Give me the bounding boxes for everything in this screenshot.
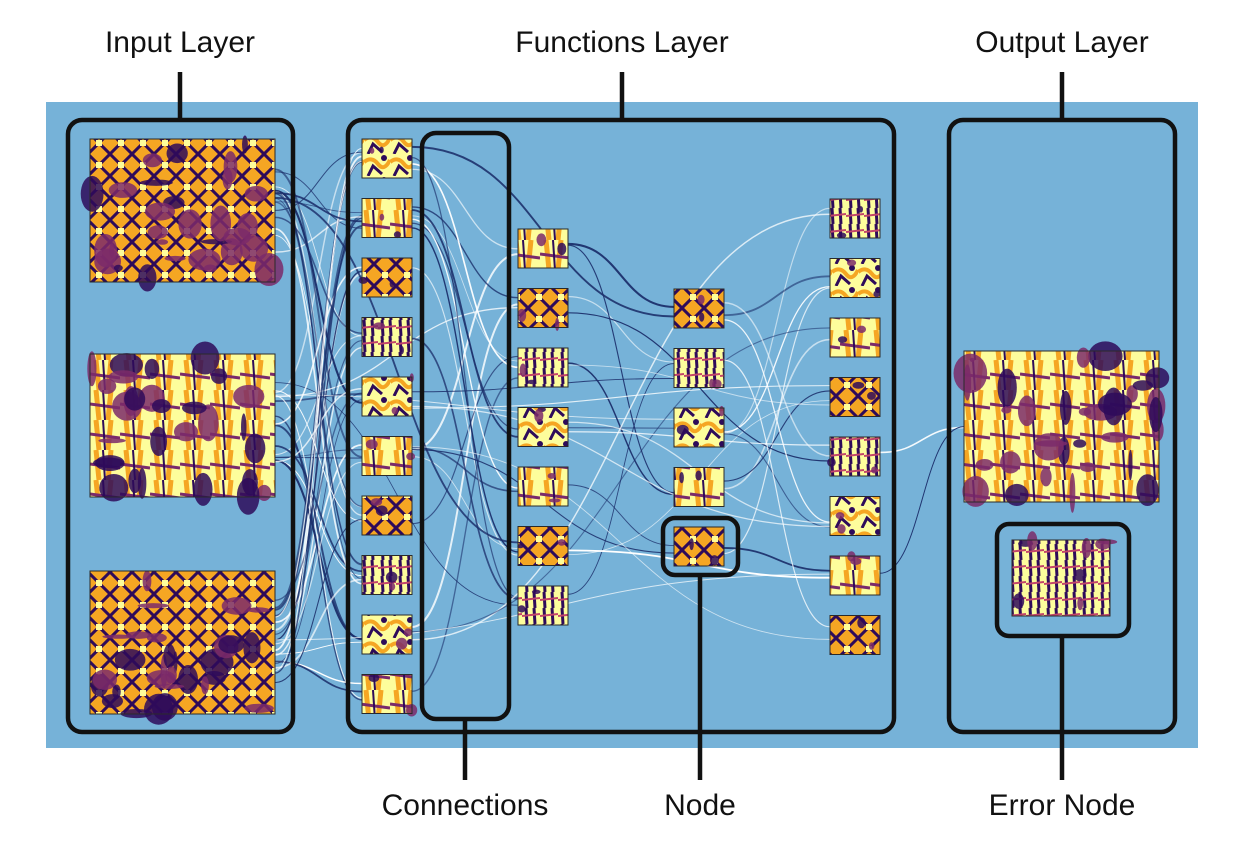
connection-79 (411, 405, 831, 528)
node-tiles (80, 135, 1170, 725)
function-node-c3-3 (673, 405, 725, 448)
function-node-c2-4 (517, 406, 569, 447)
connection-37 (411, 215, 519, 362)
function-node-c3-2 (673, 348, 725, 390)
connection-42 (411, 209, 519, 438)
connection-67 (723, 285, 831, 433)
connection-40 (411, 377, 519, 692)
connection-49 (411, 157, 519, 599)
connection-60 (567, 244, 675, 494)
input-node-3 (89, 570, 276, 725)
connection-45 (411, 456, 519, 550)
function-node-c1-5 (361, 373, 414, 417)
function-node-c1-1 (361, 138, 413, 179)
connection-77 (723, 433, 831, 528)
function-node-c2-2 (517, 288, 569, 331)
connection-70 (723, 390, 831, 482)
function-node-c1-3 (358, 257, 413, 298)
function-node-c2-7 (517, 585, 569, 626)
function-node-c2-3 (517, 347, 569, 388)
function-node-c3-4 (673, 467, 725, 507)
function-node-c2-5 (517, 466, 569, 507)
output-node (953, 341, 1170, 513)
input-node-1 (80, 135, 284, 292)
connection-52 (567, 242, 675, 308)
function-node-c1-7 (361, 495, 413, 536)
connection-65 (723, 275, 831, 317)
connection-44 (411, 218, 519, 489)
connection-85 (411, 446, 831, 640)
function-node-c1-10 (361, 673, 418, 717)
functions-layer-label: Functions Layer (515, 26, 728, 59)
function-node-c4-2 (829, 258, 881, 298)
error-node-label: Error Node (989, 789, 1136, 822)
function-node-c4-8 (829, 615, 881, 655)
function-node-c1-9 (361, 614, 413, 655)
connection-48 (274, 196, 519, 544)
connection-56 (567, 296, 675, 363)
connection-80 (723, 319, 831, 523)
function-node-c1-4 (361, 317, 413, 357)
connection-38 (411, 355, 519, 525)
connection-46 (411, 227, 519, 553)
connection-64 (411, 213, 831, 641)
input-layer-label: Input Layer (105, 26, 255, 59)
connection-73 (411, 385, 831, 409)
connection-68 (723, 338, 831, 490)
connection-74 (723, 302, 831, 457)
function-node-c4-1 (829, 198, 881, 239)
connections-label: Connections (382, 789, 549, 822)
connection-61 (567, 484, 675, 547)
function-node-c2-1 (517, 228, 569, 269)
function-node-c3-5 (673, 526, 725, 567)
function-node-c1-6 (361, 436, 416, 476)
connection-63 (723, 207, 831, 435)
connection-36 (411, 206, 519, 299)
function-node-c4-5 (827, 436, 881, 477)
function-node-c4-3 (829, 317, 881, 358)
connection-47 (411, 267, 519, 556)
connection-50 (411, 337, 519, 600)
node-label: Node (664, 789, 736, 822)
function-node-c1-8 (361, 555, 413, 595)
function-node-c4-6 (829, 496, 881, 536)
input-node-2 (87, 341, 276, 515)
output-layer-label: Output Layer (975, 26, 1148, 59)
function-node-c4-7 (829, 551, 881, 596)
function-node-c3-1 (673, 288, 725, 329)
connection-84 (723, 359, 831, 628)
function-node-c4-4 (829, 377, 881, 417)
error-node (1011, 531, 1118, 617)
connection-39 (411, 163, 519, 369)
function-node-c2-6 (517, 526, 569, 566)
function-node-c1-2 (361, 198, 413, 239)
